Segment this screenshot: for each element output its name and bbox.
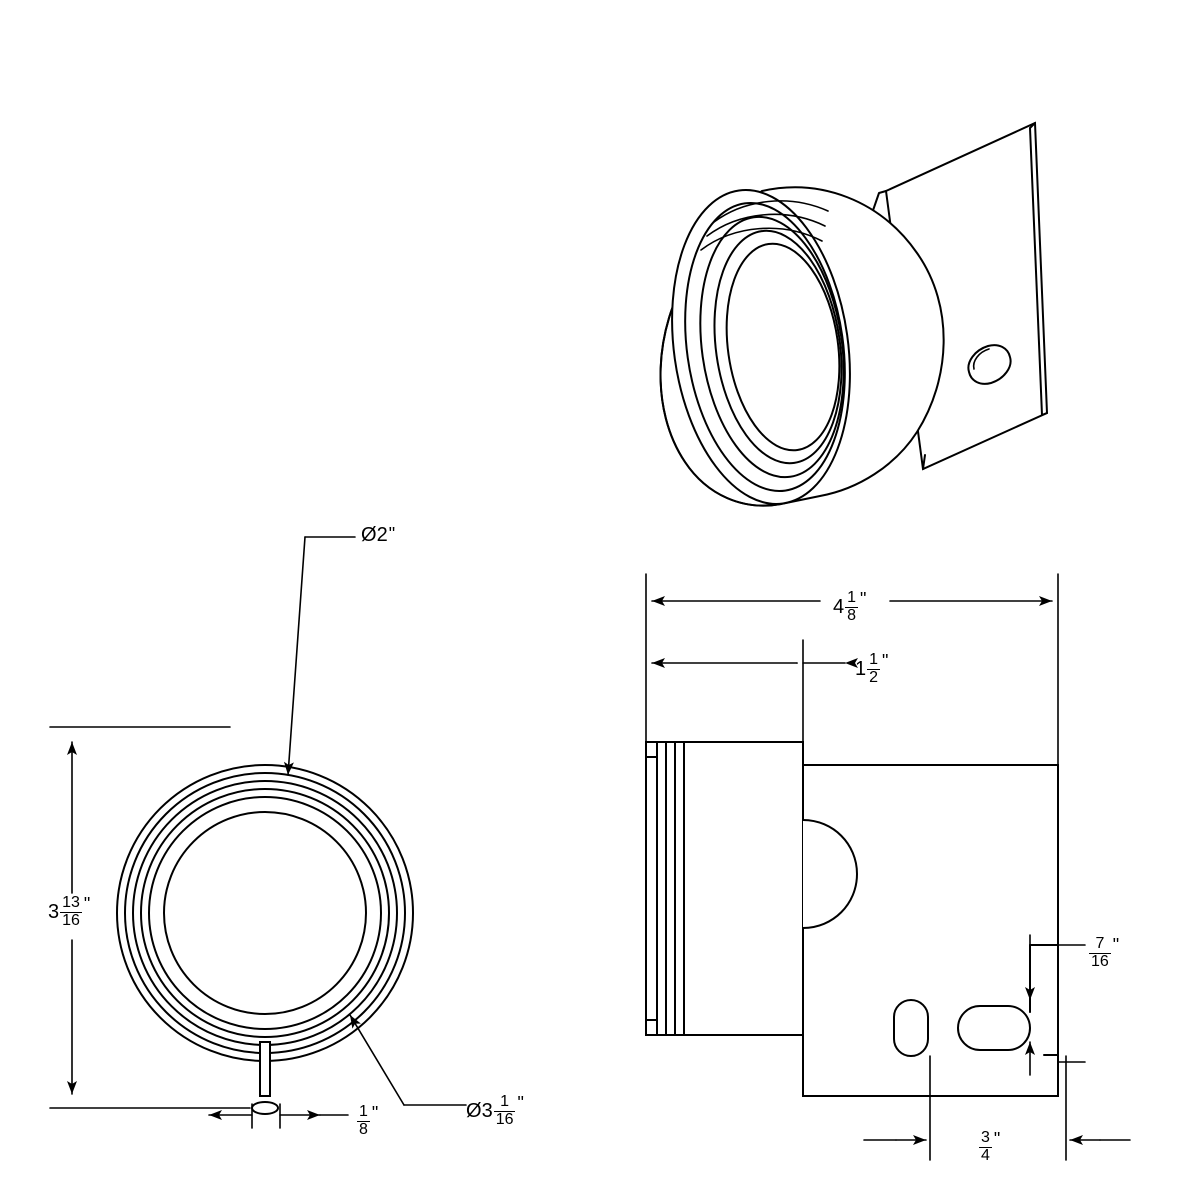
body-length-unit: " [882,651,889,671]
front-view [116,764,414,1115]
dim-front-height [49,726,251,1109]
label-slot-offset-vertical: 7 16 " [1088,935,1120,971]
overall-length-fraction: 1 8 [845,589,859,624]
isometric-view [659,121,1049,507]
overall-length-unit: " [860,589,867,609]
dim-body-length [651,639,858,743]
label-front-height: 3 13 16 " [48,894,91,930]
dim-outer-diameter [349,1014,467,1106]
label-body-length: 1 1 2 " [855,651,889,687]
front-height-unit: " [83,894,91,914]
dim-slot-offset-horizontal [863,1055,1131,1161]
label-overall-length: 4 1 8 " [833,589,867,625]
label-bore-diameter: Ø 2 " [361,525,395,545]
outer-diameter-prefix: Ø [466,1100,482,1123]
slot-offset-horizontal-fraction: 3 4 [979,1129,992,1164]
outer-diameter-fraction: 1 16 [493,1093,516,1128]
slot-offset-vertical-fraction: 7 16 [1089,935,1111,970]
bore-diameter-whole: 2 [376,524,388,546]
slot-offset-horizontal-unit: " [993,1129,1001,1149]
tab-thickness-unit: " [371,1103,379,1123]
label-outer-diameter: Ø 3 1 16 " [466,1093,524,1129]
tab-thickness-fraction: 1 8 [357,1103,370,1138]
body-length-fraction: 1 2 [867,651,881,686]
overall-length-whole: 4 [833,596,845,619]
dim-bore-diameter [283,536,356,776]
slot-offset-vertical-unit: " [1112,935,1120,955]
outer-diameter-whole: 3 [481,1100,493,1123]
front-height-fraction: 13 16 [60,894,82,929]
side-view [645,741,1059,1097]
front-height-whole: 3 [48,901,60,924]
dim-tab-thickness [208,1103,349,1129]
bore-diameter-prefix: Ø [361,524,377,546]
outer-diameter-unit: " [517,1093,524,1113]
dim-overall-length [645,573,1059,766]
label-slot-offset-horizontal: 3 4 " [978,1129,1001,1165]
body-length-whole: 1 [855,658,867,681]
dim-slot-offset-vertical [1025,934,1086,1076]
label-tab-thickness: 1 8 " [356,1103,379,1139]
bore-diameter-unit: " [388,524,396,544]
